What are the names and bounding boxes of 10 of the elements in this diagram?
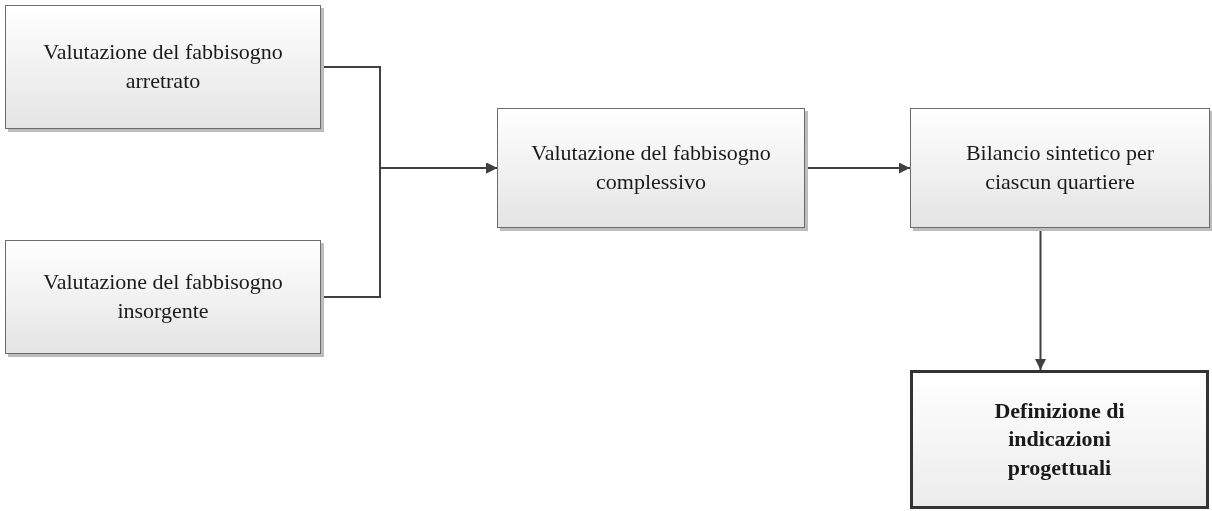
process-box bbox=[910, 370, 1209, 509]
process-box bbox=[497, 108, 805, 228]
box-text: Definizione di indicazioni progettuali bbox=[993, 396, 1126, 482]
box-text: Valutazione del fabbisogno insorgente bbox=[42, 268, 284, 325]
box-text: Bilancio sintetico per ciascun quartiere bbox=[964, 139, 1156, 196]
process-box bbox=[5, 5, 321, 129]
box-text: Valutazione del fabbisogno arretrato bbox=[42, 38, 284, 95]
box-text: Valutazione del fabbisogno complessivo bbox=[530, 139, 772, 196]
process-box bbox=[910, 108, 1210, 228]
process-box bbox=[5, 240, 321, 354]
